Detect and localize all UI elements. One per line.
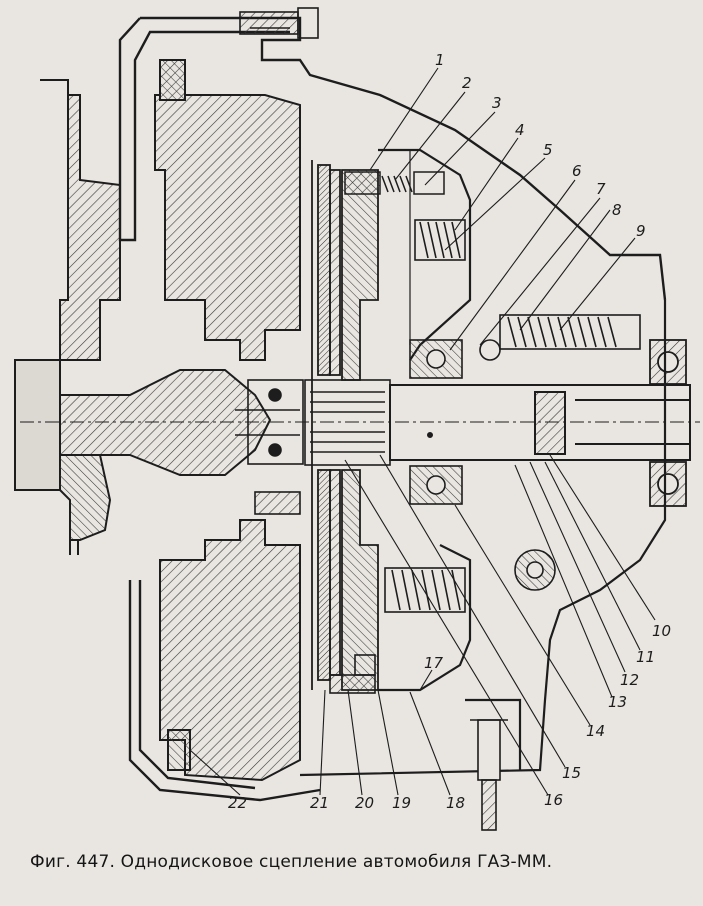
- return-spring: [479, 314, 641, 361]
- driven-disc: [311, 160, 341, 690]
- adjust-bolt-spring: [344, 171, 445, 195]
- fork-shaft: [514, 549, 556, 591]
- callout-4: 4: [515, 121, 525, 139]
- callout-10: 10: [652, 622, 671, 640]
- flywheel-bolt-lower: [329, 654, 376, 694]
- callout-12: 12: [620, 671, 639, 689]
- callout-7: 7: [596, 180, 606, 198]
- callout-13: 13: [608, 693, 627, 711]
- callout-1: 1: [435, 51, 445, 69]
- callout-11: 11: [636, 648, 655, 666]
- pressure-spring-top: [414, 219, 466, 261]
- engine-flange: [40, 79, 121, 361]
- callout-5: 5: [543, 141, 553, 159]
- release-bearing: [409, 339, 463, 505]
- shaft-bearing: [649, 339, 687, 507]
- leader-lines: [189, 67, 656, 796]
- drain-bolt: [470, 719, 508, 831]
- callout-15: 15: [562, 764, 581, 782]
- callout-22: 22: [228, 794, 247, 812]
- crankshaft-end: [14, 359, 272, 555]
- flywheel: [154, 59, 301, 782]
- bell-housing-left: [118, 16, 667, 802]
- callout-3: 3: [492, 94, 502, 112]
- top-bolt: [239, 7, 319, 39]
- flywheel-bolt-mid: [254, 491, 301, 515]
- callout-6: 6: [572, 162, 582, 180]
- lower-housing: [299, 300, 667, 777]
- callout-16: 16: [544, 791, 563, 809]
- figure-caption: Фиг. 447. Однодисковое сцепление автомоб…: [30, 852, 553, 872]
- callout-20: 20: [355, 794, 374, 812]
- callout-17: 17: [424, 654, 444, 672]
- pressure-plate: [341, 169, 379, 691]
- disc-hub-splines: [304, 379, 391, 466]
- callout-21: 21: [310, 794, 329, 812]
- clutch-cross-section-drawing: 1 2 3 4 5 6 7 8 9 10 11 12 13 14 15 16 1…: [14, 7, 700, 831]
- pilot-bearing: [235, 379, 304, 465]
- callout-2: 2: [462, 74, 472, 92]
- clutch-shaft: [389, 384, 691, 461]
- callout-18: 18: [446, 794, 465, 812]
- callout-labels: 1 2 3 4 5 6 7 8 9 10 11 12 13 14 15 16 1…: [228, 51, 671, 812]
- pressure-spring-bottom: [384, 567, 466, 613]
- clutch-cover: [378, 148, 472, 692]
- callout-14: 14: [586, 722, 605, 740]
- callout-19: 19: [392, 794, 411, 812]
- callout-9: 9: [636, 222, 646, 240]
- callout-8: 8: [612, 201, 622, 219]
